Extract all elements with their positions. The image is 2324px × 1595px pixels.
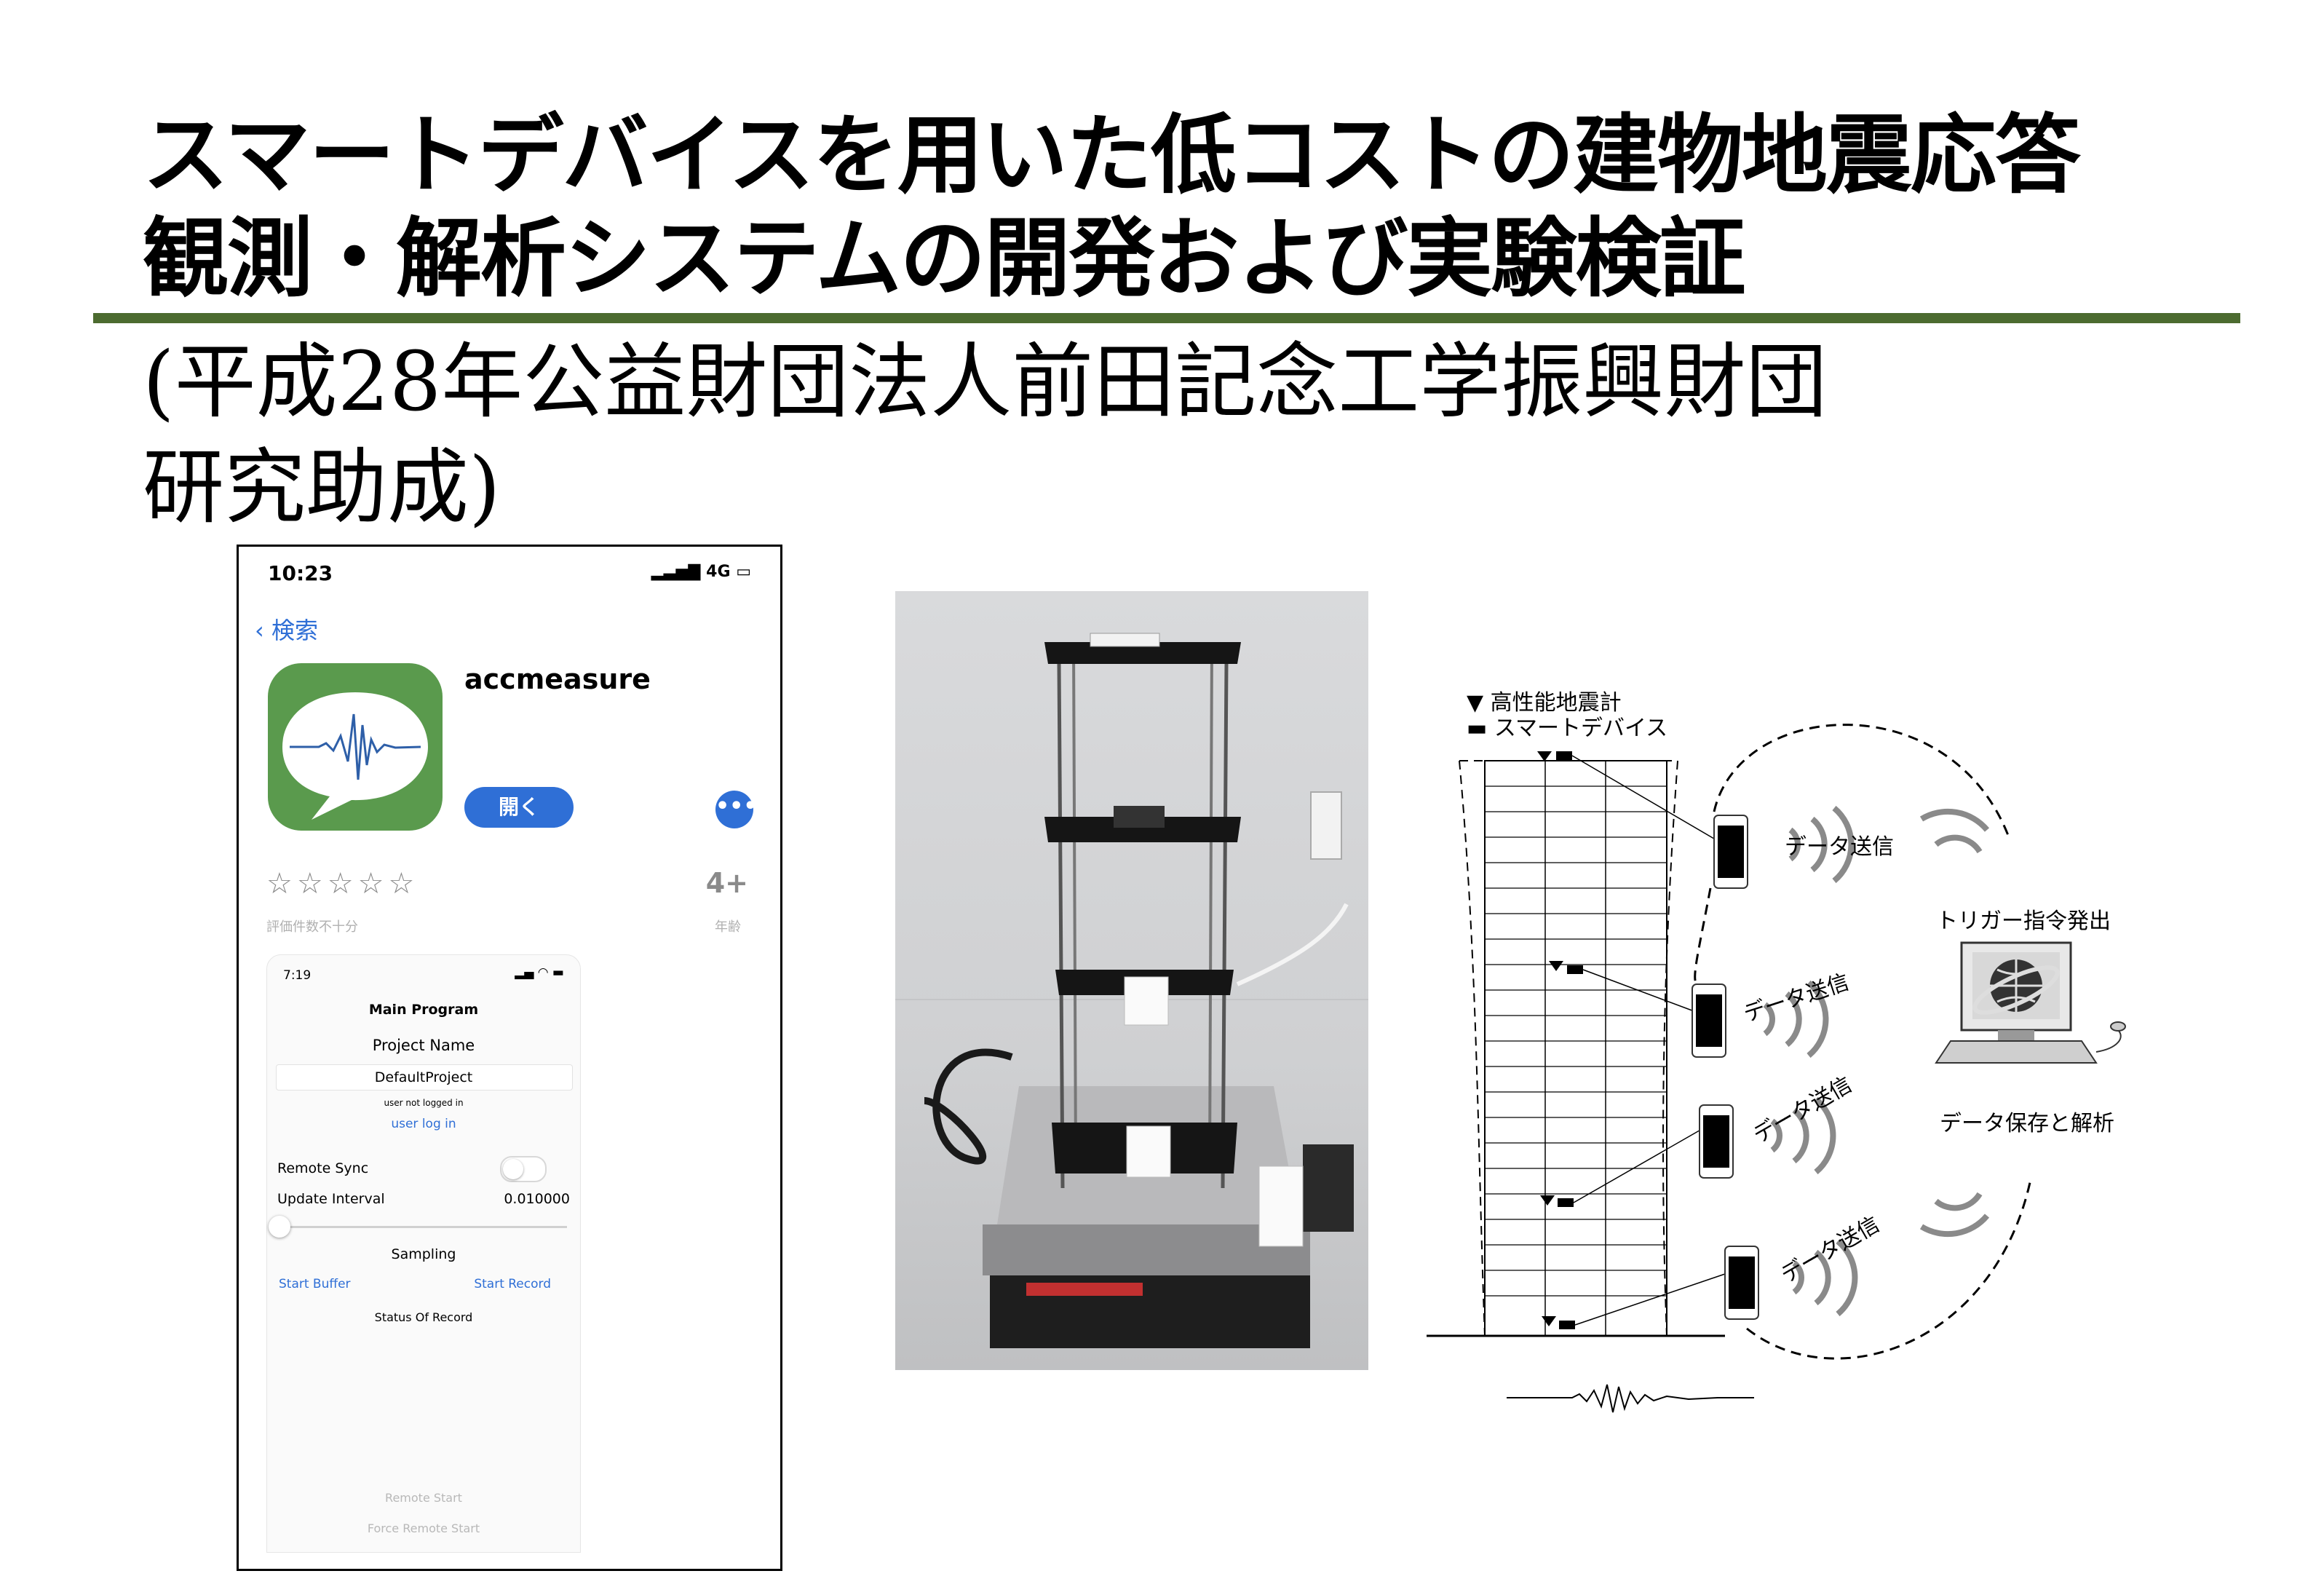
title-divider [93,313,2240,323]
remote-start-button[interactable]: Remote Start [385,1491,462,1505]
grant-subtitle-line-2: 研究助成) [143,440,501,535]
data-send-label-1: データ送信 [1785,834,1894,860]
user-login-link[interactable]: user log in [391,1117,456,1131]
preview-status-time: 7:19 [283,968,312,983]
age-rating: 4+ [705,867,748,899]
open-button[interactable]: 開く [464,787,574,828]
slider-knob[interactable] [269,1216,290,1238]
login-status: user not logged in [384,1098,464,1108]
app-name: accmeasure [464,663,651,695]
remote-sync-label: Remote Sync [277,1160,369,1176]
age-caption: 年齢 [715,919,741,935]
network-type: 4G [706,563,731,581]
app-preview-screenshot: 7:19 ▂▄ ◠ ▬ Main Program Project Name De… [266,954,581,1553]
rating-caption: 評価件数不十分 [266,919,358,935]
remote-sync-toggle[interactable] [500,1156,547,1182]
building-network-drawing [1427,724,2126,1413]
legend-seismometer: ▼ 高性能地震計 [1467,690,1622,716]
update-interval-label: Update Interval [277,1191,385,1207]
project-name-field[interactable] [276,1064,573,1091]
speech-bubble-waveform-icon [282,692,428,820]
slide-title-line-1: スマートデバイスを用いた低コストの建物地震応答 [143,105,2081,205]
wall-outlet [1310,791,1342,860]
update-interval-slider[interactable] [276,1226,567,1228]
legend-smart-device: ▬ スマートデバイス [1467,716,1668,741]
app-icon [268,663,443,831]
back-link[interactable]: ‹ 検索 [255,612,318,646]
project-name-label: Project Name [372,1037,475,1054]
back-label: 検索 [271,617,318,644]
grant-subtitle-line-1: (平成28年公益財団法人前田記念工学振興財団 [143,335,1828,430]
start-record-button[interactable]: Start Record [474,1277,551,1291]
start-buffer-button[interactable]: Start Buffer [279,1277,351,1291]
update-interval-value: 0.010000 [504,1191,570,1207]
status-time: 10:23 [268,561,333,585]
preview-status-icons: ▂▄ ◠ ▬ [515,965,564,980]
save-analysis-label: データ保存と解析 [1940,1111,2114,1136]
chevron-left-icon: ‹ [255,617,264,644]
sampling-label: Sampling [391,1246,456,1262]
status-of-record-label: Status Of Record [374,1310,473,1324]
status-network: ▂▃▅▇ 4G ▭ [651,563,751,581]
app-store-screenshot: 10:23 ▂▃▅▇ 4G ▭ ‹ 検索 accmeasure 開く ••• ☆… [237,545,782,1571]
signal-icon: ▂▃▅▇ [651,563,701,581]
observation-system-diagram: ▼ 高性能地震計 ▬ スマートデバイス データ送信 データ送信 データ送信 デー… [1427,670,2154,1441]
preview-title: Main Program [368,1002,479,1018]
more-button[interactable]: ••• [715,791,758,828]
battery-icon: ▭ [736,563,751,581]
shaking-table-photo [895,591,1368,1370]
project-name-value: DefaultProject [374,1069,473,1085]
force-remote-start-button[interactable]: Force Remote Start [367,1521,480,1535]
trigger-label: トリガー指令発出 [1936,909,2111,934]
slide-title-line-2: 観測・解析システムの開発および実験検証 [143,208,1745,309]
tower-model-drawing [924,633,1354,1348]
rating-stars: ☆☆☆☆☆ [266,867,419,901]
